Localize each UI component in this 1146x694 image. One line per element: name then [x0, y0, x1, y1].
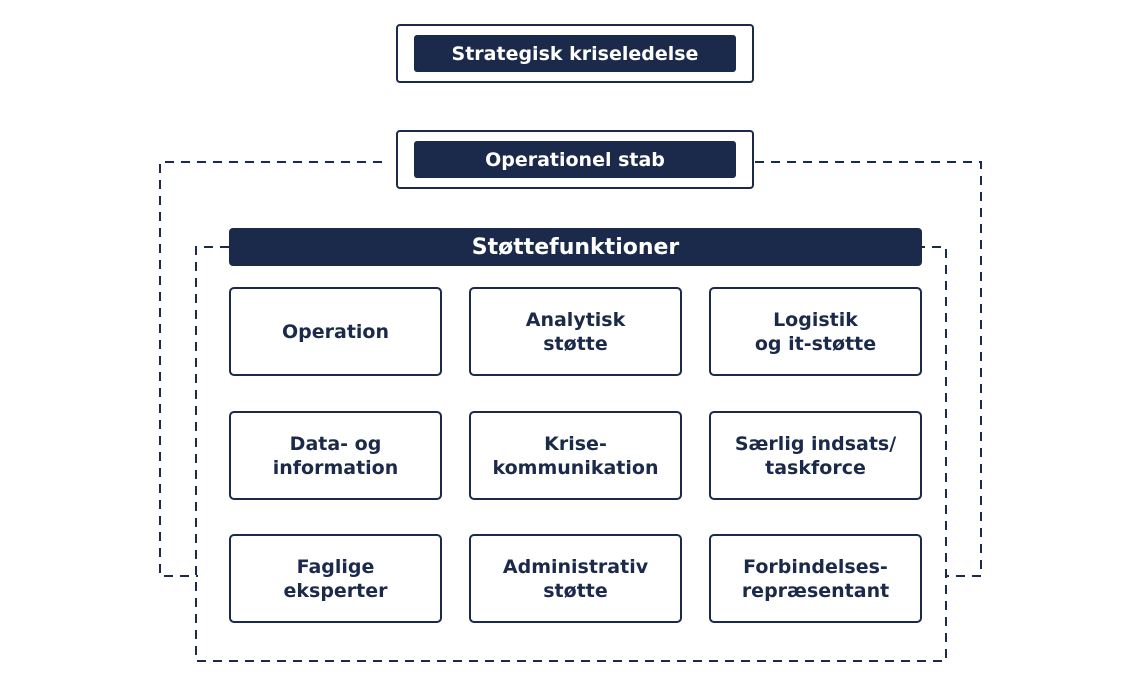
function-card-logistics-it: Logistik og it-støtte — [709, 287, 922, 376]
function-card-label: Analytisk støtte — [525, 308, 626, 355]
operational-staff-label: Operationel stab — [414, 141, 736, 178]
function-card-liaison-representative: Forbindelses- repræsentant — [709, 534, 922, 623]
function-card-data-information: Data- og information — [229, 411, 442, 500]
function-card-label: Særlig indsats/ taskforce — [734, 432, 897, 479]
function-card-label: Data- og information — [272, 432, 399, 479]
function-card-experts: Faglige eksperter — [229, 534, 442, 623]
function-card-label: Faglige eksperter — [283, 555, 388, 602]
function-card-label: Administrativ støtte — [502, 555, 649, 602]
support-functions-header: Støttefunktioner — [229, 228, 922, 266]
function-card-analytic-support: Analytisk støtte — [469, 287, 682, 376]
strategic-management-label: Strategisk kriseledelse — [414, 35, 736, 72]
function-card-crisis-communication: Krise- kommunikation — [469, 411, 682, 500]
function-card-operation: Operation — [229, 287, 442, 376]
support-group-outline — [195, 246, 947, 662]
function-card-administrative-support: Administrativ støtte — [469, 534, 682, 623]
function-card-label: Operation — [281, 320, 389, 343]
function-card-label: Forbindelses- repræsentant — [741, 555, 890, 602]
operational-staff-group-outline — [159, 161, 982, 577]
function-card-label: Logistik og it-støtte — [754, 308, 877, 355]
function-card-label: Krise- kommunikation — [492, 432, 659, 479]
function-card-special-taskforce: Særlig indsats/ taskforce — [709, 411, 922, 500]
